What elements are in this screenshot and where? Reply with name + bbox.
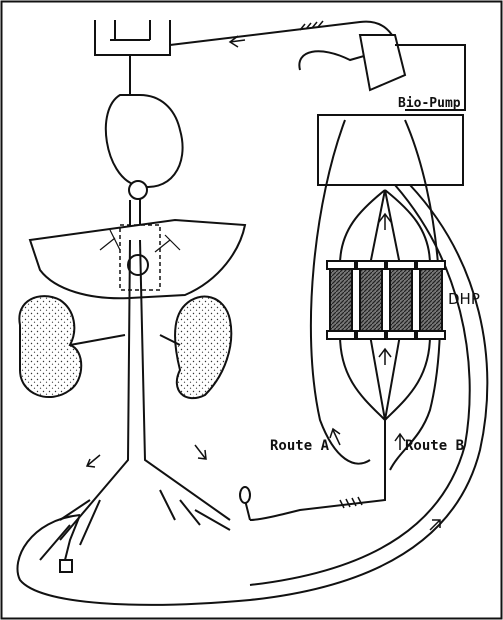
heart-valve bbox=[129, 181, 147, 199]
arrow-up-2 bbox=[379, 349, 391, 365]
anatomy bbox=[19, 20, 245, 560]
route-a-label: Route A bbox=[270, 438, 330, 454]
pump-body bbox=[318, 115, 463, 185]
pump-label: Bio-Pump bbox=[398, 96, 461, 111]
dhp-label: DHP bbox=[448, 290, 480, 308]
heart bbox=[106, 95, 183, 187]
right-kidney bbox=[175, 297, 231, 399]
gallbladder bbox=[128, 255, 148, 275]
neck-vessels bbox=[95, 20, 170, 95]
iliac-left bbox=[40, 500, 100, 560]
arrow-iliac-right bbox=[195, 445, 206, 459]
renal-vessels bbox=[70, 335, 180, 345]
dhp-columns bbox=[327, 261, 445, 339]
arrow-iliac-left bbox=[87, 455, 100, 467]
dhp-column bbox=[327, 261, 355, 339]
outflow-tube bbox=[250, 420, 385, 520]
pump-head bbox=[360, 35, 405, 90]
left-kidney bbox=[19, 296, 81, 397]
return-line bbox=[170, 22, 392, 45]
catheter-tip bbox=[240, 487, 250, 503]
route-b-label: Route B bbox=[405, 438, 464, 454]
arrow-up-1 bbox=[379, 214, 391, 230]
dhp-column bbox=[387, 261, 415, 339]
femoral-line bbox=[65, 515, 80, 560]
dhp-column bbox=[357, 261, 385, 339]
dhp-column bbox=[417, 261, 445, 339]
femoral-port bbox=[60, 560, 72, 572]
arrow-route-b bbox=[395, 434, 405, 450]
